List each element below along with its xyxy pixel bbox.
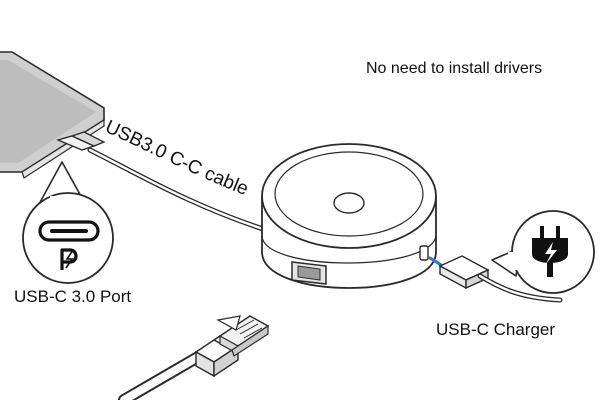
charger-callout <box>491 210 595 294</box>
usb-c-plug-tablet <box>56 131 106 151</box>
usb-c-charger-label: USB-C Charger <box>436 320 556 339</box>
power-plug-icon <box>532 226 568 277</box>
ethernet-port <box>291 261 327 285</box>
no-drivers-note: No need to install drivers <box>366 60 543 77</box>
usb-c-port-hub <box>419 245 429 261</box>
usb-c-port-callout <box>22 161 114 284</box>
tablet-device <box>0 51 105 179</box>
power-delivery-icon <box>60 248 78 270</box>
cable-label: USB3.0 C-C cable <box>102 116 251 200</box>
usb-c-hub <box>261 143 437 289</box>
usb-c-port-icon <box>38 220 100 242</box>
usb-c-port-label: USB-C 3.0 Port <box>14 287 132 306</box>
usb-c-plug-charger <box>438 255 563 303</box>
hub-button <box>333 192 365 214</box>
ethernet-cable-plug <box>118 315 270 400</box>
